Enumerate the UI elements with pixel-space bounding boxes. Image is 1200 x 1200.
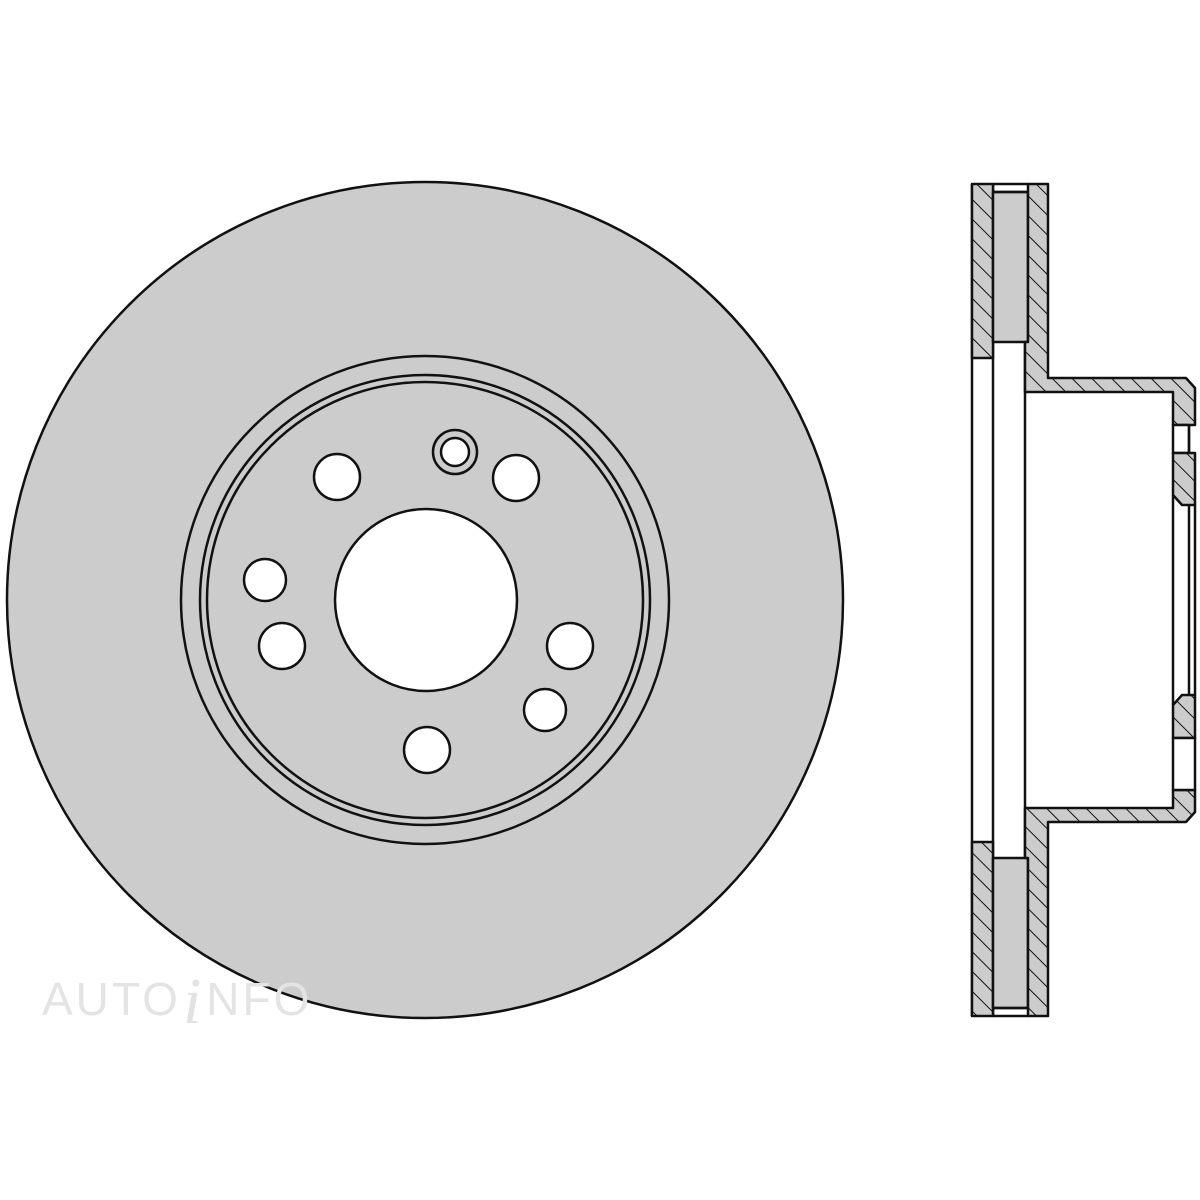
bolt-hole (242, 557, 288, 603)
locator-hole-inner (439, 436, 471, 468)
watermark-text-left: AUTO (42, 973, 181, 1025)
bolt-hole (491, 453, 541, 503)
watermark-i-glyph: i (182, 965, 205, 1038)
bolt-hole (312, 452, 362, 502)
left-plate-section-top (970, 182, 995, 360)
watermark-text-right: NFO (206, 973, 313, 1025)
hat-flange-bottom (1023, 788, 1197, 1018)
front-view (5, 180, 845, 1020)
hat-wall-opening-bottom (1171, 736, 1197, 792)
bolt-hole (257, 621, 307, 671)
vane-section-bottom (991, 856, 1030, 1010)
hat-flange-top (1023, 182, 1197, 427)
center-bore-hole (333, 507, 519, 693)
bolt-holes (242, 452, 595, 775)
vane-section-top (991, 190, 1030, 344)
hat-ring-3 (205, 380, 645, 820)
hat-ring-2 (198, 373, 652, 827)
hat-wall-section-bottom (1171, 693, 1197, 740)
bolt-hole (402, 725, 452, 775)
left-plate-section-bottom (970, 840, 995, 1018)
locator-hole (431, 428, 479, 476)
hat-rings (179, 354, 671, 846)
hat-wall-opening-top (1171, 423, 1191, 455)
bolt-hole (522, 687, 568, 733)
bolt-hole (545, 621, 595, 671)
watermark-logo: AUTOiNFO (42, 956, 313, 1038)
cross-section-view (970, 182, 1197, 1018)
hat-wall-section-top (1171, 451, 1197, 507)
hat-ring-1 (179, 354, 671, 846)
